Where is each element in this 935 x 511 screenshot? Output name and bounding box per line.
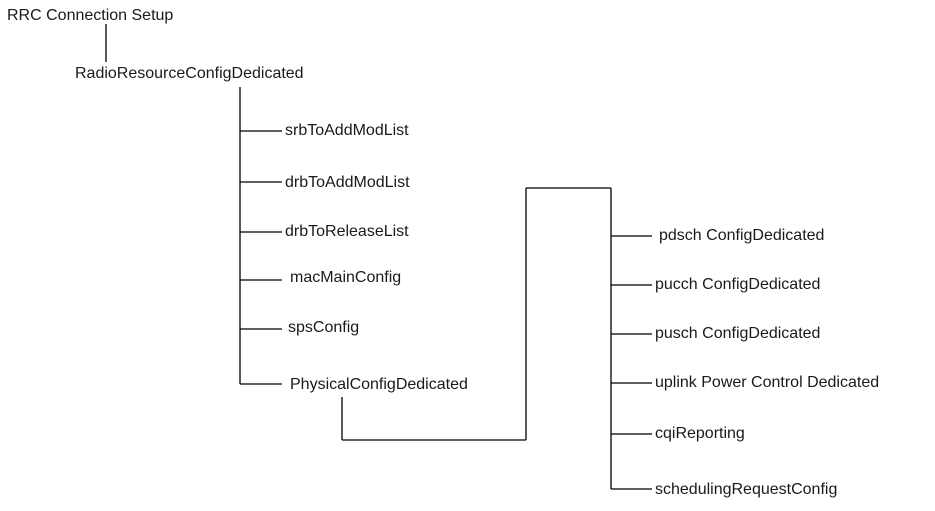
node-pdsch-config-dedicated: pdsch ConfigDedicated — [659, 227, 825, 244]
node-radio-resource-config-dedicated: RadioResourceConfigDedicated — [75, 65, 304, 82]
node-root: RRC Connection Setup — [7, 7, 174, 24]
node-sps-config: spsConfig — [288, 319, 360, 336]
node-pusch-config-dedicated: pusch ConfigDedicated — [655, 325, 821, 342]
node-srb-to-add-mod-list: srbToAddModList — [285, 122, 409, 139]
node-pucch-config-dedicated: pucch ConfigDedicated — [655, 276, 821, 293]
node-scheduling-request-config: schedulingRequestConfig — [655, 481, 838, 498]
node-drb-to-add-mod-list: drbToAddModList — [285, 174, 410, 191]
node-mac-main-config: macMainConfig — [290, 269, 402, 286]
node-cqi-reporting: cqiReporting — [655, 425, 745, 442]
node-drb-to-release-list: drbToReleaseList — [285, 223, 409, 240]
node-uplink-power-control-dedicated: uplink Power Control Dedicated — [655, 374, 880, 391]
node-physical-config-dedicated: PhysicalConfigDedicated — [290, 376, 468, 393]
